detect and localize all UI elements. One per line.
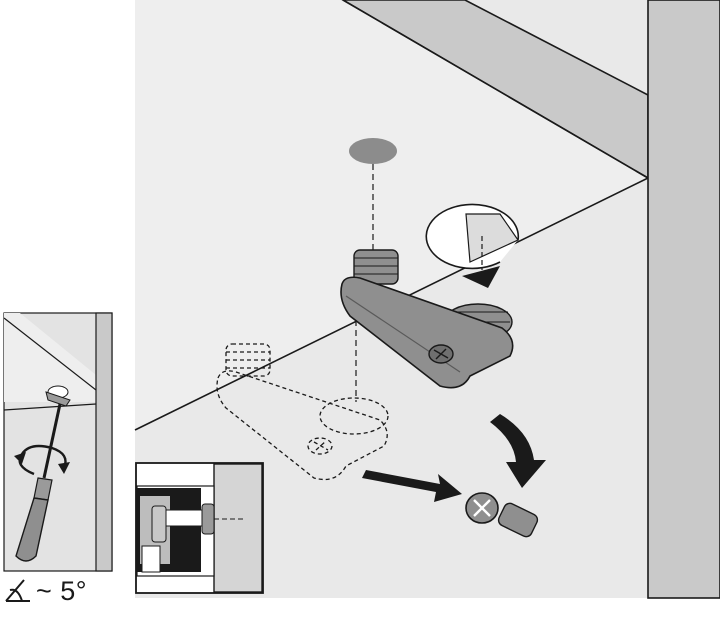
side-wall <box>647 0 720 599</box>
angle-icon <box>5 579 30 602</box>
side-illustration <box>3 312 113 602</box>
direction-arrow <box>362 470 462 502</box>
shelf-underside <box>135 0 648 430</box>
main-illustration <box>134 0 720 599</box>
screw <box>465 492 539 538</box>
drill-hole <box>349 138 397 164</box>
inset-detail <box>135 462 264 594</box>
screwdriver-icon <box>15 403 62 562</box>
angle-label: ~ 5° <box>36 576 88 606</box>
connector-ghost-outline <box>216 343 389 481</box>
connector-fitting <box>340 249 514 389</box>
rotate-arrow-icon <box>14 444 70 476</box>
arrow-icon <box>462 266 500 288</box>
curved-arrow <box>490 414 546 488</box>
